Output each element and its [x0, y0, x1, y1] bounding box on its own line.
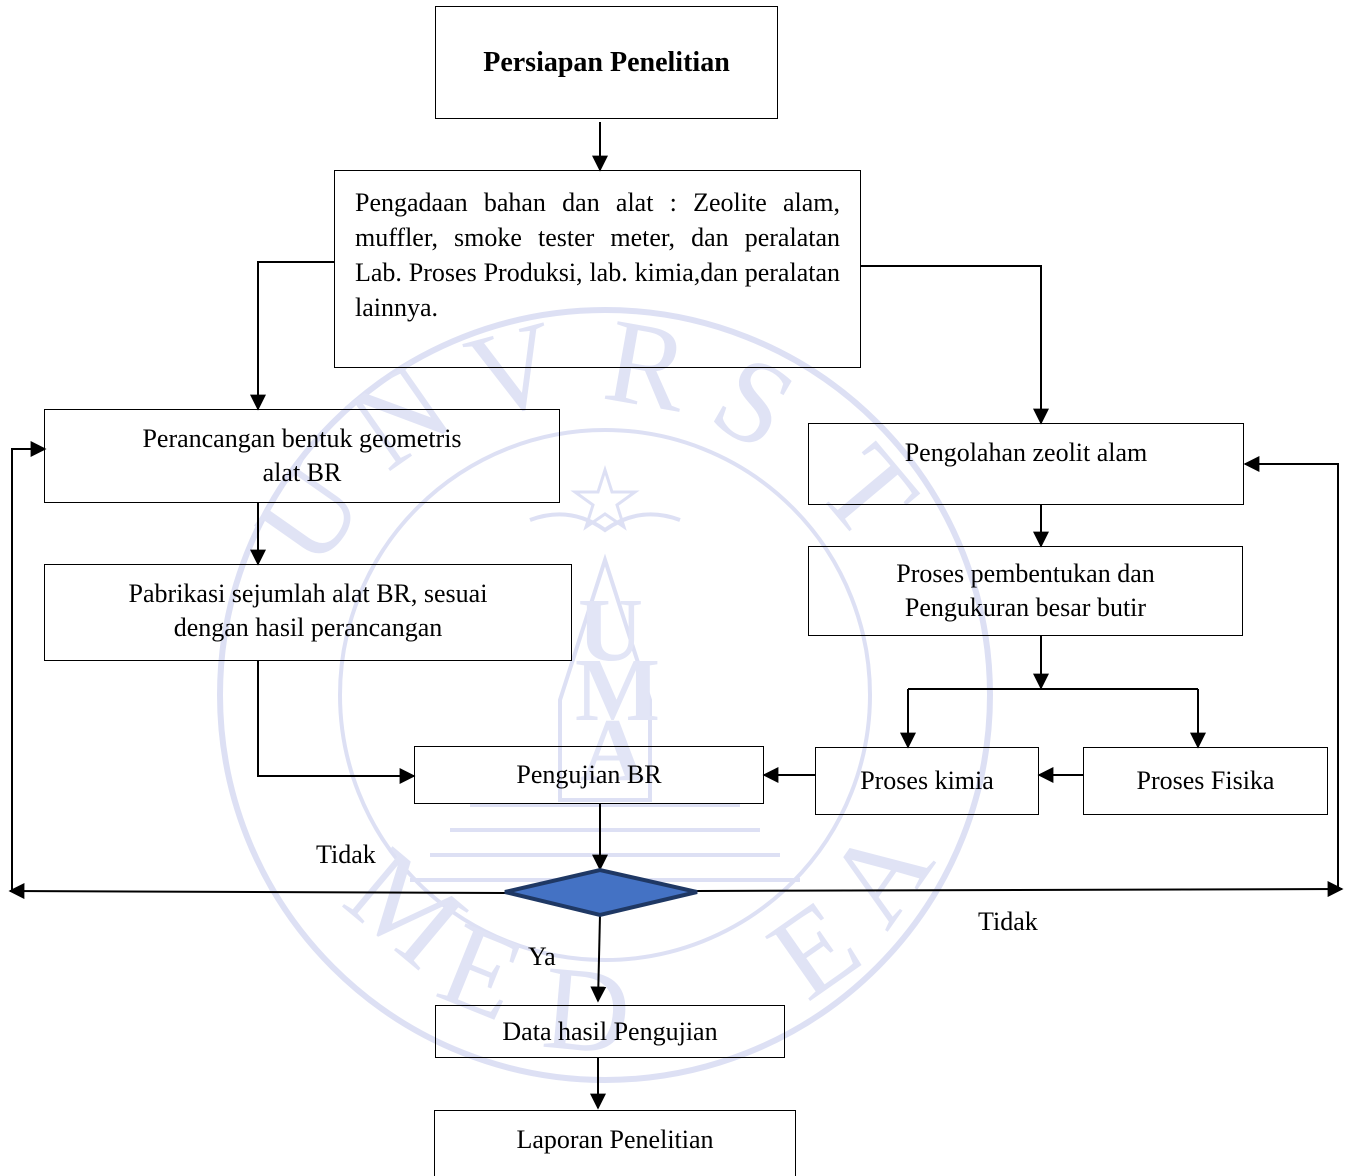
node-pengolahan: Pengolahan zeolit alam: [808, 423, 1244, 505]
node-persiapan-label: Persiapan Penelitian: [483, 46, 730, 78]
edge-label-ya: Ya: [528, 942, 556, 971]
decision-diamond: [504, 867, 698, 918]
node-data-label: Data hasil Pengujian: [502, 1016, 718, 1046]
edge-label-tidak-right: Tidak: [978, 907, 1038, 936]
edge-decision-tidak-left: [8, 883, 506, 900]
edge-pabrikasi-pengujian: [257, 660, 416, 784]
node-pabrikasi-line1: Pabrikasi sejumlah alat BR, sesuai: [128, 579, 488, 608]
edge-loop-left-up: [11, 441, 47, 891]
node-pembentukan-line1: Proses pembentukan dan: [896, 559, 1155, 588]
edge-pengadaan-pengolahan: [860, 265, 1049, 425]
node-persiapan-penelitian: Persiapan Penelitian: [435, 6, 778, 119]
edge-pengadaan-perancangan: [250, 261, 334, 411]
node-perancangan-line1: Perancangan bentuk geometris: [142, 424, 462, 453]
node-fisika-label: Proses Fisika: [1136, 766, 1275, 795]
svg-text:U: U: [578, 581, 643, 680]
node-pengadaan: Pengadaan bahan dan alat : Zeolite alam,…: [334, 170, 861, 368]
node-pabrikasi-line2: dengan hasil perancangan: [173, 613, 443, 642]
svg-text:M: M: [575, 641, 660, 740]
edge-loop-right-up: [1243, 456, 1339, 889]
node-pengujian: Pengujian BR: [414, 746, 764, 804]
svg-text:A: A: [580, 701, 645, 800]
node-pengadaan-label: Pengadaan bahan dan alat : Zeolite alam,…: [355, 188, 840, 322]
node-laporan: Laporan Penelitian: [434, 1110, 796, 1176]
node-pembentukan-line2: Pengukuran besar butir: [904, 593, 1147, 622]
node-pengolahan-label: Pengolahan zeolit alam: [904, 438, 1148, 467]
node-pembentukan: Proses pembentukan dan Pengukuran besar …: [808, 546, 1243, 636]
node-proses-kimia: Proses kimia: [815, 747, 1039, 815]
node-perancangan-line2: alat BR: [262, 458, 342, 487]
node-pabrikasi: Pabrikasi sejumlah alat BR, sesuai denga…: [44, 564, 572, 661]
node-laporan-label: Laporan Penelitian: [516, 1125, 714, 1154]
node-proses-fisika: Proses Fisika: [1083, 747, 1328, 815]
node-data-hasil: Data hasil Pengujian: [435, 1005, 785, 1058]
svg-text:D: D: [538, 940, 636, 1080]
edge-label-tidak-left: Tidak: [316, 840, 376, 869]
node-pengujian-label: Pengujian BR: [516, 760, 662, 789]
edge-decision-tidak-right: [696, 881, 1344, 898]
node-kimia-label: Proses kimia: [860, 766, 994, 795]
node-perancangan: Perancangan bentuk geometris alat BR: [44, 409, 560, 503]
edge-decision-ya: [590, 914, 607, 1003]
